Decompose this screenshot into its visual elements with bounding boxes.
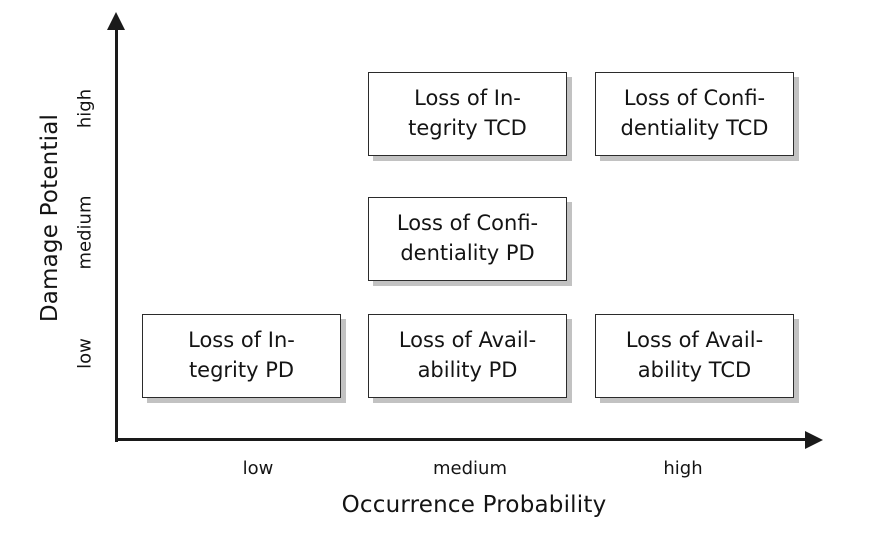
risk-cell-line-2: dentiality TCD bbox=[620, 116, 769, 140]
risk-cell-line-1: Loss of Avail- bbox=[398, 328, 537, 353]
risk-cell-availability-pd[interactable]: Loss of Avail- ability PD bbox=[368, 314, 567, 398]
risk-cell-line-1: Loss of Avail- bbox=[625, 328, 764, 353]
x-axis-line bbox=[115, 438, 807, 441]
x-axis-tick-low: low bbox=[242, 458, 274, 479]
risk-cell-confidentiality-pd[interactable]: Loss of Confi- dentiality PD bbox=[368, 197, 567, 281]
risk-cell-integrity-tcd[interactable]: Loss of In- tegrity TCD bbox=[368, 72, 567, 156]
x-axis-tick-medium: medium bbox=[433, 458, 507, 479]
x-axis-arrowhead-icon bbox=[805, 431, 823, 449]
x-axis-title: Occurrence Probability bbox=[341, 492, 607, 518]
risk-cell-availability-tcd[interactable]: Loss of Avail- ability TCD bbox=[595, 314, 794, 398]
risk-cell-integrity-pd[interactable]: Loss of In- tegrity PD bbox=[142, 314, 341, 398]
risk-cell-line-2: ability TCD bbox=[637, 358, 752, 382]
y-axis-tick-high: high bbox=[74, 88, 96, 129]
x-axis-tick-high: high bbox=[663, 458, 703, 479]
risk-cell-line-1: Loss of In- bbox=[188, 328, 295, 353]
risk-cell-line-1: Loss of Confi- bbox=[623, 86, 766, 111]
risk-cell-line-2: tegrity PD bbox=[188, 358, 295, 382]
risk-cell-line-2: dentiality PD bbox=[400, 241, 535, 265]
y-axis-tick-low: low bbox=[74, 338, 96, 369]
risk-cell-line-1: Loss of Confi- bbox=[396, 211, 539, 236]
risk-cell-line-1: Loss of In- bbox=[414, 86, 521, 111]
risk-cell-confidentiality-tcd[interactable]: Loss of Confi- dentiality TCD bbox=[595, 72, 794, 156]
risk-cell-line-2: tegrity TCD bbox=[408, 116, 527, 140]
y-axis-title: Damage Potential bbox=[37, 113, 63, 323]
risk-cell-line-2: ability PD bbox=[417, 358, 518, 382]
y-axis-arrowhead-icon bbox=[107, 12, 125, 30]
y-axis-tick-medium: medium bbox=[74, 195, 96, 270]
y-axis-line bbox=[115, 26, 118, 442]
